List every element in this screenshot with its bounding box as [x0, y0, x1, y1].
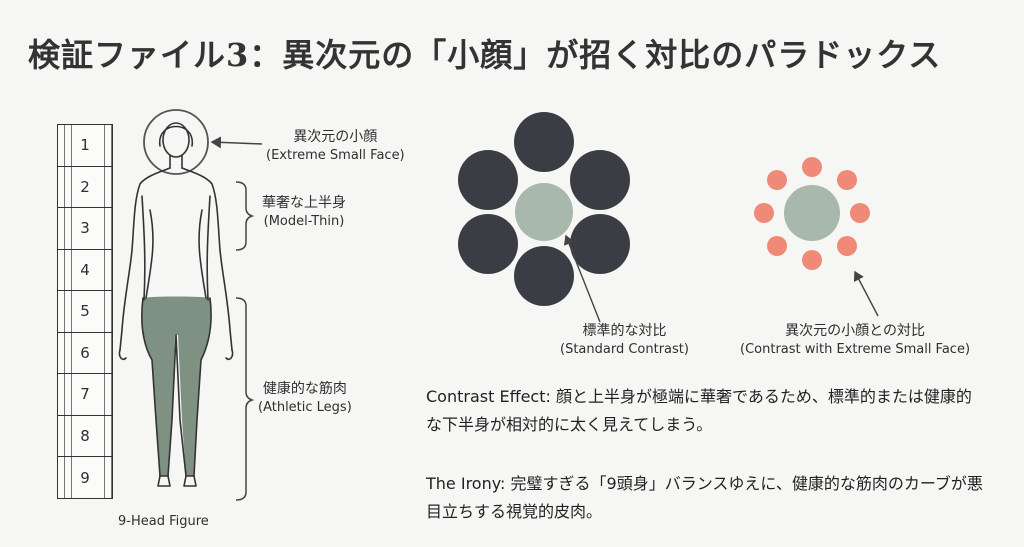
- upper-callout: 華奢な上半身 (Model-Thin): [262, 194, 346, 230]
- legs-fill: [141, 296, 212, 476]
- ruler-cell: 1: [58, 125, 112, 167]
- upper-bracket: [235, 181, 255, 251]
- standard-caption: 標準的な対比 (Standard Contrast): [560, 322, 689, 358]
- contrast-effect-text: 顔と上半身が極端に華奢であるため、標準的または健康的な下半身が相対的に太く見えて…: [426, 387, 972, 434]
- upper-callout-jp: 華奢な上半身: [262, 195, 346, 211]
- salmon-circle: [850, 203, 870, 223]
- face-callout-en: (Extreme Small Face): [266, 147, 405, 163]
- face-callout-jp: 異次元の小顔: [293, 129, 378, 145]
- face-callout: 異次元の小顔 (Extreme Small Face): [266, 128, 405, 164]
- figure-label: 9-Head Figure: [118, 514, 209, 529]
- salmon-circle: [837, 170, 857, 190]
- dark-circle: [570, 150, 630, 210]
- ruler-number: 8: [76, 426, 94, 445]
- standard-caption-jp: 標準的な対比: [582, 323, 667, 339]
- ruler-number: 7: [76, 385, 94, 404]
- ruler-cell: 8: [58, 416, 112, 457]
- page-title: 検証ファイル3：異次元の「小顔」が招く対比のパラドックス: [28, 36, 942, 74]
- extreme-arrow: [853, 270, 879, 317]
- extreme-caption-en: (Contrast with Extreme Small Face): [740, 341, 971, 357]
- standard-arrow: [563, 234, 601, 323]
- ruler-number: 9: [76, 468, 94, 487]
- center-circle: [784, 185, 840, 241]
- ruler-cell: 7: [58, 374, 112, 416]
- ruler-number: 5: [76, 302, 94, 321]
- ruler-cell: 9: [58, 457, 112, 499]
- ruler-number: 2: [76, 177, 94, 196]
- ruler-cell: 5: [58, 291, 112, 333]
- legs-callout-jp: 健康的な筋肉: [262, 381, 347, 397]
- legs-bracket: [235, 297, 255, 501]
- ruler-cell: 2: [58, 167, 112, 208]
- salmon-circle: [802, 250, 822, 270]
- irony-paragraph: The Irony: 完璧すぎる「9頭身」バランスゆえに、健康的な筋肉のカーブが…: [426, 470, 986, 526]
- legs-callout: 健康的な筋肉 (Athletic Legs): [258, 380, 352, 416]
- ruler-cell: 3: [58, 208, 112, 250]
- salmon-circle: [767, 170, 787, 190]
- ruler-number: 4: [76, 260, 94, 279]
- dark-circle: [458, 150, 518, 210]
- ruler-cell: 6: [58, 333, 112, 374]
- dark-circle: [458, 214, 518, 274]
- extreme-caption-jp: 異次元の小顔との対比: [785, 323, 925, 339]
- ruler-cell: 4: [58, 250, 112, 291]
- ruler-number: 1: [76, 136, 94, 155]
- contrast-effect-lead: Contrast Effect:: [426, 387, 551, 406]
- ruler-number: 3: [76, 219, 94, 238]
- salmon-circle: [767, 236, 787, 256]
- dark-circle: [514, 246, 574, 306]
- irony-text: 完璧すぎる「9頭身」バランスゆえに、健康的な筋肉のカーブが悪目立ちする視覚的皮肉…: [426, 474, 983, 521]
- extreme-contrast-diagram: [754, 157, 879, 317]
- extreme-caption: 異次元の小顔との対比 (Contrast with Extreme Small …: [740, 322, 970, 358]
- human-figure: [118, 109, 234, 487]
- salmon-circle: [754, 203, 774, 223]
- salmon-circle: [802, 157, 822, 177]
- upper-callout-en: (Model-Thin): [263, 213, 345, 229]
- head-ruler: 1 2 3 4 5 6 7 8 9: [57, 124, 113, 499]
- irony-lead: The Irony:: [426, 474, 506, 493]
- dark-circle: [514, 112, 574, 172]
- face-arrow: [210, 136, 263, 149]
- legs-callout-en: (Athletic Legs): [258, 399, 352, 415]
- standard-contrast-diagram: [458, 112, 630, 323]
- contrast-effect-paragraph: Contrast Effect: 顔と上半身が極端に華奢であるため、標準的または…: [426, 383, 986, 439]
- center-circle: [515, 183, 573, 241]
- ruler-number: 6: [76, 343, 94, 362]
- face-halo-icon: [143, 109, 209, 175]
- dark-circle: [570, 214, 630, 274]
- standard-caption-en: (Standard Contrast): [560, 341, 689, 357]
- salmon-circle: [837, 236, 857, 256]
